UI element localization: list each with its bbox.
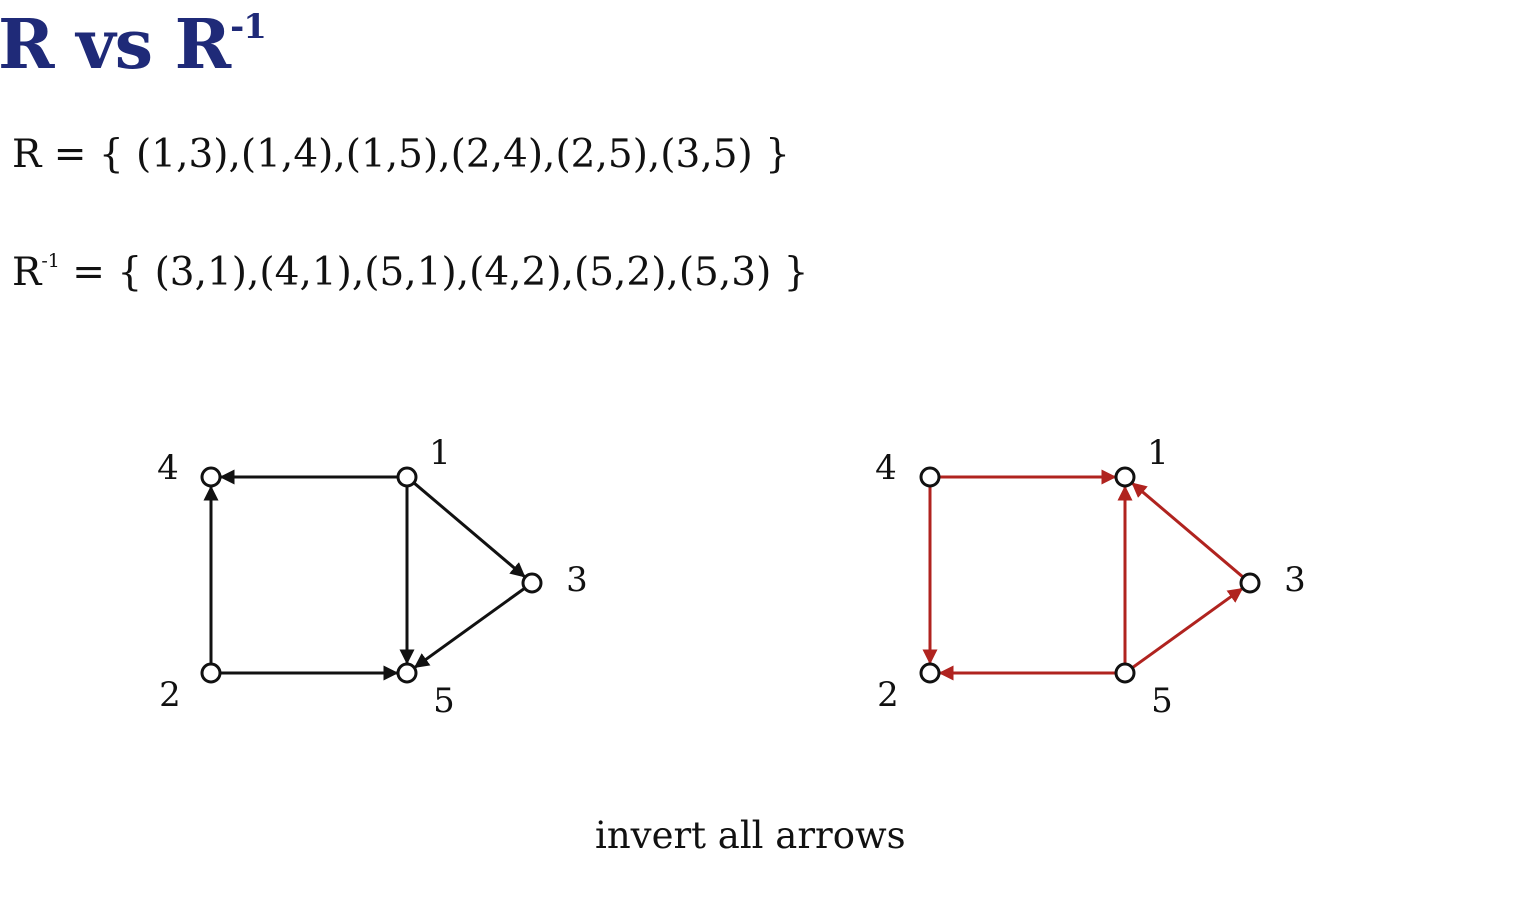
relation-r-label: R: [12, 132, 42, 177]
title-base: R vs R: [0, 5, 231, 85]
node-label-1: 1: [1147, 433, 1169, 473]
node-3: [521, 572, 543, 594]
relation-r-inverse-set: = { (3,1),(4,1),(5,1),(4,2),(5,2),(5,3) …: [59, 250, 809, 295]
relation-r-inverse: R-1 = { (3,1),(4,1),(5,1),(4,2),(5,2),(5…: [12, 250, 809, 295]
relation-r: R = { (1,3),(1,4),(1,5),(2,4),(2,5),(3,5…: [12, 135, 790, 174]
node-label-1: 1: [429, 433, 451, 473]
node-3: [1239, 572, 1261, 594]
node-2: [919, 662, 941, 684]
node-5: [1114, 662, 1136, 684]
node-label-2: 2: [159, 675, 181, 715]
node-label-5: 5: [433, 681, 455, 721]
node-label-3: 3: [1284, 560, 1306, 600]
edge-5-to-3: [1131, 587, 1244, 669]
page-title: R vs R-1: [0, 7, 267, 79]
node-1: [396, 466, 418, 488]
edge-3-to-5: [413, 587, 526, 669]
graph-inverse: 1 2 3 4 5: [875, 433, 1306, 721]
node-label-4: 4: [875, 448, 897, 488]
edge-1-to-3: [412, 481, 526, 578]
edge-3-to-1: [1131, 482, 1245, 579]
node-4: [919, 466, 941, 488]
relation-r-inverse-superscript: -1: [41, 250, 60, 272]
node-5: [396, 662, 418, 684]
caption: invert all arrows: [595, 814, 906, 857]
graph-original: 1 2 3 4 5: [157, 433, 588, 721]
node-label-5: 5: [1151, 681, 1173, 721]
node-label-4: 4: [157, 448, 179, 488]
node-label-3: 3: [566, 560, 588, 600]
node-label-2: 2: [877, 675, 899, 715]
node-2: [200, 662, 222, 684]
relation-r-set: = { (1,3),(1,4),(1,5),(2,4),(2,5),(3,5) …: [41, 132, 790, 177]
node-4: [200, 466, 222, 488]
node-1: [1114, 466, 1136, 488]
relation-r-inverse-label: R: [12, 250, 42, 295]
title-superscript: -1: [230, 7, 267, 47]
